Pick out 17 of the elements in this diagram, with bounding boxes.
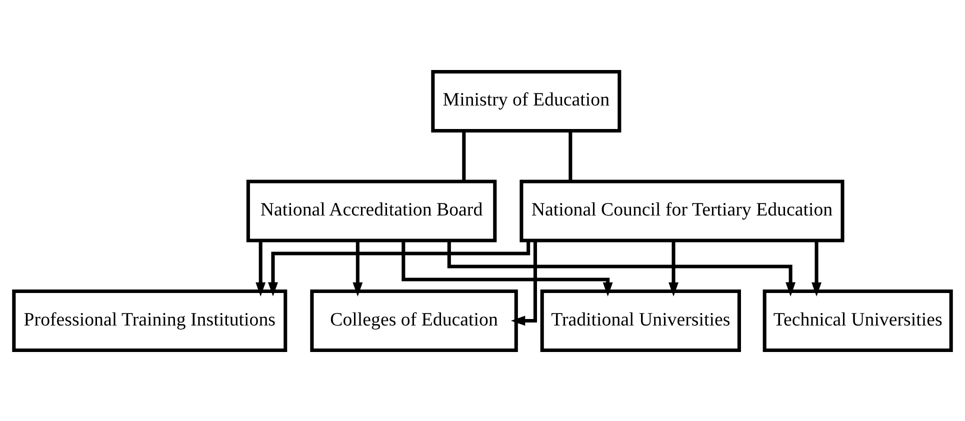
- node-box: Technical Universities: [762, 289, 953, 352]
- node-box: Professional Training Institutions: [12, 289, 288, 352]
- node-box: Traditional Universities: [540, 289, 741, 352]
- arrow: [402, 240, 613, 296]
- node-box: National Accreditation Board: [246, 179, 497, 242]
- arrow: [268, 240, 530, 296]
- arrow: [256, 240, 266, 296]
- arrow: [812, 240, 822, 296]
- node-box: Ministry of Education: [431, 69, 622, 132]
- node-box: National Council for Tertiary Education: [520, 179, 844, 242]
- arrow: [668, 240, 678, 296]
- arrow: [447, 240, 796, 296]
- connector: [462, 130, 466, 181]
- arrow: [510, 240, 537, 326]
- connector: [568, 130, 572, 181]
- arrow: [352, 240, 363, 296]
- node-box: Colleges of Education: [310, 289, 518, 352]
